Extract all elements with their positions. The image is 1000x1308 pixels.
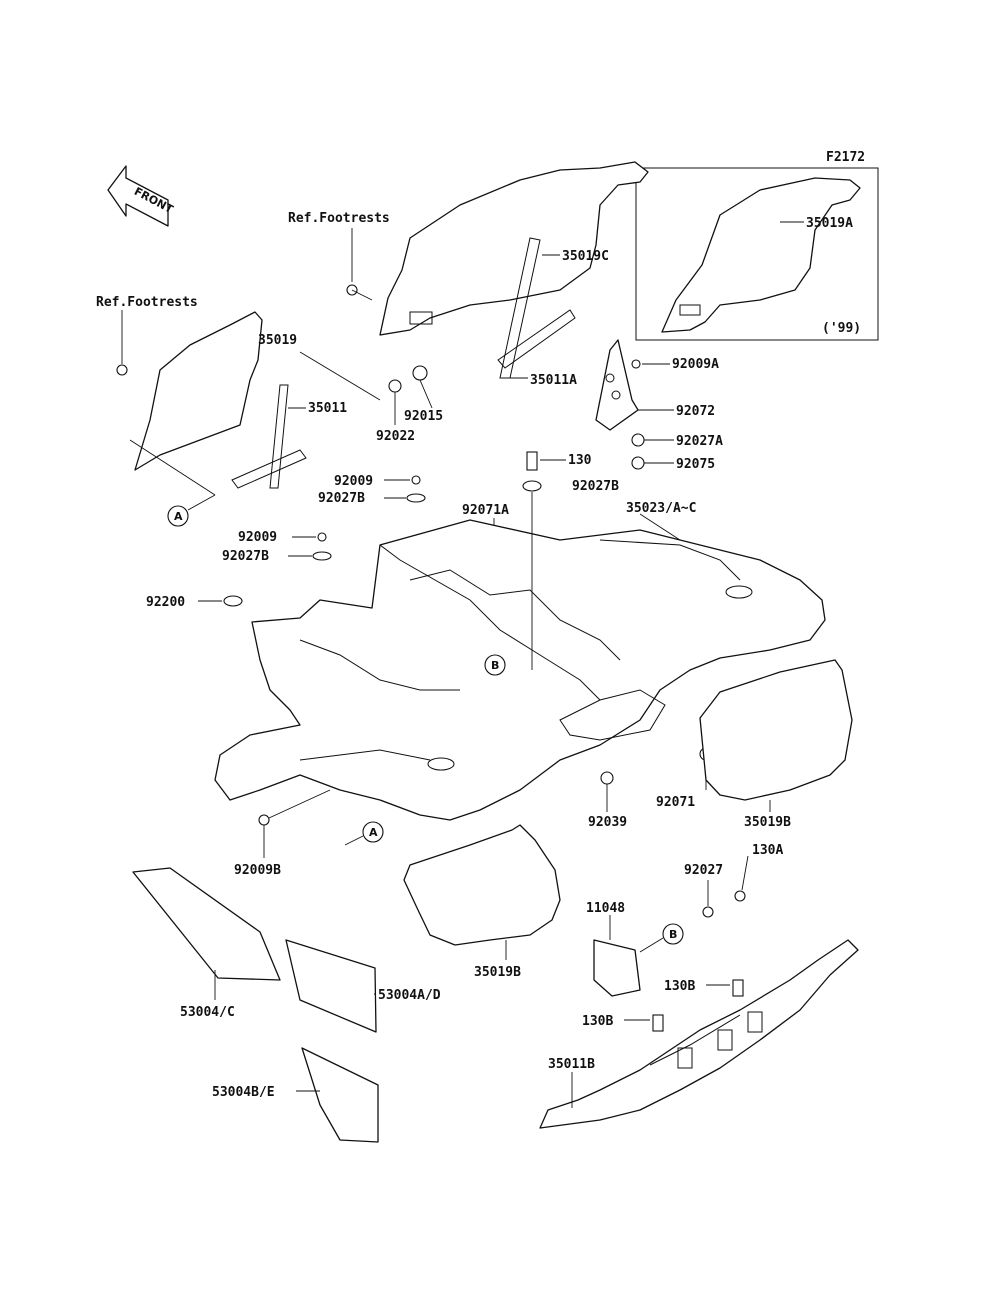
mud-flap-left xyxy=(134,311,307,489)
bracket-92072 xyxy=(595,339,639,431)
callout-a-left-letter: A xyxy=(174,510,183,523)
bolt-92009a xyxy=(631,359,641,369)
inset-box: 35019A ('99) xyxy=(635,167,879,341)
washer-92027b-upper xyxy=(406,493,426,503)
washer-92022 xyxy=(388,379,402,393)
label-35019b-center: 35019B xyxy=(474,965,521,980)
label-35019b-right: 35019B xyxy=(744,815,791,830)
washer-92027b-right xyxy=(522,480,542,492)
callout-b-upper xyxy=(484,654,506,676)
label-35019c: 35019C xyxy=(562,249,609,264)
label-35019: 35019 xyxy=(258,333,297,348)
ref-footrests-upper: Ref.Footrests xyxy=(288,211,390,226)
label-92027b-mid: 92027B xyxy=(222,549,269,564)
rear-flap-upper xyxy=(379,161,649,379)
bolt-92009-mid xyxy=(317,532,327,542)
front-arrow-icon: FRONT xyxy=(107,165,176,227)
label-92027b-right: 92027B xyxy=(572,479,619,494)
ref-footrests-left: Ref.Footrests xyxy=(96,295,198,310)
callout-a-left xyxy=(167,505,189,527)
label-35023: 35023/A~C xyxy=(626,501,696,516)
label-92022: 92022 xyxy=(376,429,415,444)
rear-fender-main xyxy=(214,519,826,821)
label-92009-mid: 92009 xyxy=(238,530,277,545)
label-92071a: 92071A xyxy=(462,503,509,518)
mud-guard-center xyxy=(403,824,561,946)
inset-year-note: ('99) xyxy=(822,321,861,336)
label-35011b: 35011B xyxy=(548,1057,595,1072)
label-92072: 92072 xyxy=(676,404,715,419)
label-92009b: 92009B xyxy=(234,863,281,878)
bracket-35011b xyxy=(539,939,859,1129)
rear-fender-99-shape xyxy=(661,177,861,333)
callout-a-center xyxy=(362,821,384,843)
bolt-left-ref xyxy=(116,364,128,376)
bolt-92009-upper xyxy=(411,475,421,485)
label-92075: 92075 xyxy=(676,457,715,472)
callout-a-center-letter: A xyxy=(369,826,378,839)
mud-guard-right xyxy=(699,659,853,801)
label-53004c: 53004/C xyxy=(180,1005,235,1020)
label-92039: 92039 xyxy=(588,815,627,830)
bolt-92009b xyxy=(258,814,270,826)
label-35019a: 35019A xyxy=(806,216,853,231)
nut-92039 xyxy=(600,771,614,785)
callout-b-lower xyxy=(662,923,684,945)
figure-code: F2172 xyxy=(826,150,865,165)
bolt-130a xyxy=(734,890,746,902)
label-92027b-upper: 92027B xyxy=(318,491,365,506)
label-53004be: 53004B/E xyxy=(212,1085,275,1100)
collar-92200 xyxy=(223,595,243,607)
label-130b-upper: 130B xyxy=(664,979,695,994)
grommet-92075 xyxy=(631,456,645,470)
bolt-130 xyxy=(526,451,538,471)
decal-53004be xyxy=(301,1047,379,1143)
label-92015: 92015 xyxy=(404,409,443,424)
label-92009-upper: 92009 xyxy=(334,474,373,489)
label-92027: 92027 xyxy=(684,863,723,878)
washer-92027b-mid xyxy=(312,551,332,561)
label-92009a: 92009A xyxy=(672,357,719,372)
label-11048: 11048 xyxy=(586,901,625,916)
nut-92015 xyxy=(412,365,428,381)
washer-92027a xyxy=(631,433,645,447)
label-130a: 130A xyxy=(752,843,783,858)
label-53004ad: 53004A/D xyxy=(378,988,441,1003)
bolt-130b-upper xyxy=(732,979,744,997)
label-130b-lower: 130B xyxy=(582,1014,613,1029)
bolt-130b-lower xyxy=(652,1014,664,1032)
callout-b-upper-letter: B xyxy=(491,659,499,672)
decal-53004c xyxy=(132,867,281,981)
label-35011a: 35011A xyxy=(530,373,577,388)
label-92071: 92071 xyxy=(656,795,695,810)
callout-b-lower-letter: B xyxy=(669,928,677,941)
label-130: 130 xyxy=(568,453,592,468)
bracket-11048 xyxy=(593,939,641,997)
washer-92027 xyxy=(702,906,714,918)
decal-53004ad xyxy=(285,939,377,1033)
label-35011: 35011 xyxy=(308,401,347,416)
label-92200: 92200 xyxy=(146,595,185,610)
label-92027a: 92027A xyxy=(676,434,723,449)
